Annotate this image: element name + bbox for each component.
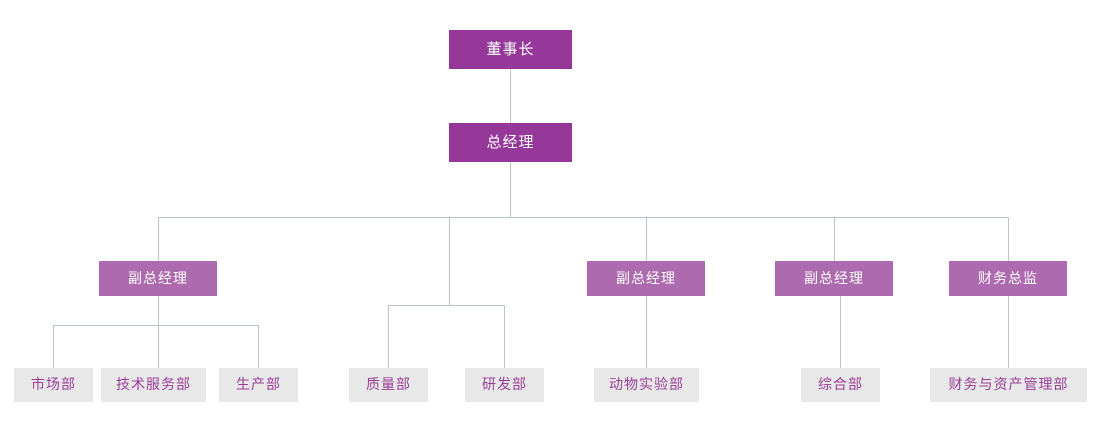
connector-dgm1-to-techservice — [158, 325, 159, 368]
connector-qualitygroup-bus — [388, 305, 505, 306]
org-node-marketing[interactable]: 市场部 — [14, 368, 93, 402]
org-node-animallab[interactable]: 动物实验部 — [594, 368, 699, 402]
org-node-dgm3[interactable]: 副总经理 — [775, 261, 893, 296]
connector-cfo-to-finance — [1008, 296, 1009, 368]
connector-qualitygroup-to-quality — [388, 305, 389, 368]
org-node-techservice[interactable]: 技术服务部 — [101, 368, 206, 402]
connector-bus-to-qualitygroup — [449, 217, 450, 305]
connector-main-bus — [158, 217, 1009, 218]
connector-bus-to-dgm2 — [646, 217, 647, 261]
connector-dgm2-to-animallab — [646, 296, 647, 368]
org-node-production[interactable]: 生产部 — [219, 368, 298, 402]
connector-dgm1-drop — [158, 296, 159, 325]
connector-chairman-to-gm — [510, 69, 511, 123]
connector-dgm3-to-general — [840, 296, 841, 368]
org-node-quality[interactable]: 质量部 — [349, 368, 428, 402]
connector-bus-to-dgm3 — [834, 217, 835, 261]
org-node-general[interactable]: 综合部 — [801, 368, 880, 402]
connector-dgm1-to-production — [258, 325, 259, 368]
org-node-finance[interactable]: 财务与资产管理部 — [930, 368, 1087, 402]
connector-bus-to-cfo — [1008, 217, 1009, 261]
connector-dgm1-to-marketing — [53, 325, 54, 368]
org-node-rnd[interactable]: 研发部 — [465, 368, 544, 402]
connector-gm-to-bus — [510, 162, 511, 217]
connector-dgm1-bus — [53, 325, 259, 326]
org-node-gm[interactable]: 总经理 — [449, 123, 572, 162]
connector-bus-to-dgm1 — [158, 217, 159, 261]
org-node-dgm2[interactable]: 副总经理 — [587, 261, 705, 296]
org-node-cfo[interactable]: 财务总监 — [949, 261, 1067, 296]
org-node-chairman[interactable]: 董事长 — [449, 30, 572, 69]
connector-qualitygroup-to-rnd — [504, 305, 505, 368]
org-node-dgm1[interactable]: 副总经理 — [99, 261, 217, 296]
